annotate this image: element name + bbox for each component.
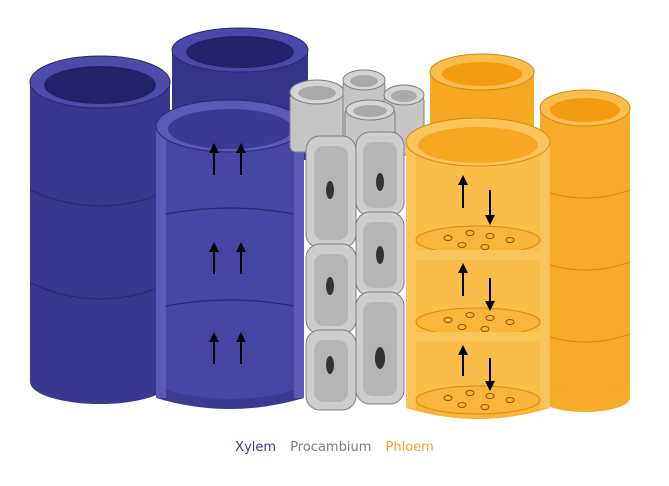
cell-nucleus: [376, 173, 384, 191]
sieve-plate: [416, 386, 540, 414]
legend-phloem: Phloem: [386, 440, 434, 455]
cell-nucleus: [375, 347, 385, 369]
legend-procambium: Procambium: [290, 440, 371, 455]
cell-nucleus: [326, 356, 334, 374]
phloem-group: [406, 54, 630, 419]
cell-nucleus: [326, 277, 334, 295]
phloem-right-tube: [540, 90, 630, 412]
procambium-cell-column-1: [306, 136, 356, 410]
cell-nucleus: [326, 181, 334, 199]
xylem-cutaway-tube: [156, 100, 304, 409]
legend-xylem: Xylem: [235, 440, 276, 455]
procambium-cell-column-2: [356, 132, 404, 404]
sieve-plate: [416, 308, 540, 336]
xylem-group: [30, 28, 308, 409]
cell-nucleus: [376, 246, 384, 264]
legend: Xylem Procambium Phloem: [0, 440, 669, 455]
sieve-plate: [416, 226, 540, 254]
phloem-cutaway-tube: [406, 118, 550, 419]
procambium-group: [290, 70, 424, 410]
xylem-left-tube: [30, 56, 170, 404]
